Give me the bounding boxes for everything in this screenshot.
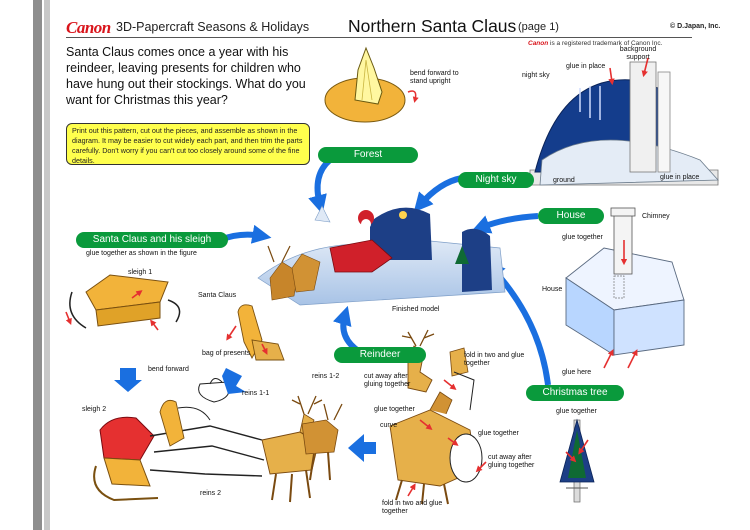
label-house: House <box>542 286 563 293</box>
label-finished-model: Finished model <box>392 306 440 313</box>
label-santa-claus: Santa Claus <box>198 292 237 299</box>
arrow-down-left <box>114 368 142 392</box>
label-reins-1-1: reins 1-1 <box>242 390 270 397</box>
label-sleigh2: sleigh 2 <box>82 406 107 413</box>
header: Canon 3D-Papercraft Seasons & Holidays N… <box>66 16 726 40</box>
label-background-support: background support <box>619 46 657 61</box>
label-glue-in-place: glue in place <box>566 63 606 70</box>
page-number: (page 1) <box>518 21 559 33</box>
arrow-nightsky <box>413 175 463 213</box>
arrow-forest <box>308 157 333 215</box>
sleigh1-piece <box>65 274 181 331</box>
arrow-down-right <box>222 368 246 394</box>
section-pill-house: House <box>538 208 604 224</box>
section-pill-christmas-tree: Christmas tree <box>526 385 624 401</box>
label-night-sky: night sky <box>522 72 550 79</box>
border-stripe-dark <box>33 0 42 530</box>
label-sleigh1: sleigh 1 <box>128 269 153 276</box>
label-fold-in-two-bottom: fold in two and glue together <box>382 500 443 515</box>
instructions-note: Print out this pattern, cut out the piec… <box>66 123 310 165</box>
label-cut-away-top: cut away after gluing together <box>364 373 411 388</box>
label-glue-together-figure: glue together as shown in the figure <box>86 250 197 257</box>
reindeer-parts <box>389 329 487 505</box>
label-fold-in-two-top: fold in two and glue together <box>464 352 525 367</box>
trademark-brand: Canon <box>528 40 549 47</box>
series-subtitle: 3D-Papercraft Seasons & Holidays <box>116 20 310 34</box>
arrow-left <box>348 434 376 462</box>
label-ground: ground <box>553 177 575 184</box>
christmas-tree-piece <box>559 418 595 503</box>
border-stripe-light <box>44 0 50 530</box>
label-glue-in-place-ground: glue in place <box>660 174 700 181</box>
arrow-house <box>471 213 539 234</box>
label-chimney: Chimney <box>642 213 670 220</box>
label-glue-together-reindeer-2: glue together <box>478 430 519 437</box>
forest-piece <box>324 46 419 123</box>
trademark-note: Canon is a registered trademark of Canon… <box>528 40 662 47</box>
reindeer-team <box>261 395 343 503</box>
section-pill-night-sky: Night sky <box>458 172 534 188</box>
label-glue-together-house: glue together <box>562 234 603 241</box>
copyright: © D.Japan, Inc. <box>670 23 721 30</box>
page-title: Northern Santa Claus <box>348 16 517 36</box>
section-pill-forest: Forest <box>318 147 418 163</box>
label-glue-here: glue here <box>562 369 592 376</box>
label-bend-forward-upright: bend forward to stand upright <box>410 70 459 85</box>
label-glue-together-reindeer-1: glue together <box>374 406 415 413</box>
house-piece <box>565 207 685 369</box>
section-pill-santa-sleigh: Santa Claus and his sleigh <box>76 232 228 248</box>
label-glue-together-tree: glue together <box>556 408 597 415</box>
label-reins-2: reins 2 <box>200 490 222 497</box>
trademark-text: is a registered trademark of Canon Inc. <box>548 40 663 47</box>
intro-text: Santa Claus comes once a year with his r… <box>66 45 306 107</box>
header-divider <box>66 37 692 38</box>
sleigh2-assembly <box>93 399 265 502</box>
finished-model <box>257 205 506 306</box>
label-bend-forward: bend forward <box>148 366 189 373</box>
label-curve: curve <box>380 422 398 429</box>
label-cut-away-bottom: cut away after gluing together <box>488 454 535 469</box>
section-pill-reindeer: Reindeer <box>334 347 426 363</box>
brand-logo: Canon <box>66 18 111 37</box>
santa-figure-piece <box>226 304 285 361</box>
label-bag-of-presents: bag of presents <box>202 350 251 357</box>
night-sky-piece <box>529 57 719 186</box>
label-reins-1-2: reins 1-2 <box>312 373 340 380</box>
